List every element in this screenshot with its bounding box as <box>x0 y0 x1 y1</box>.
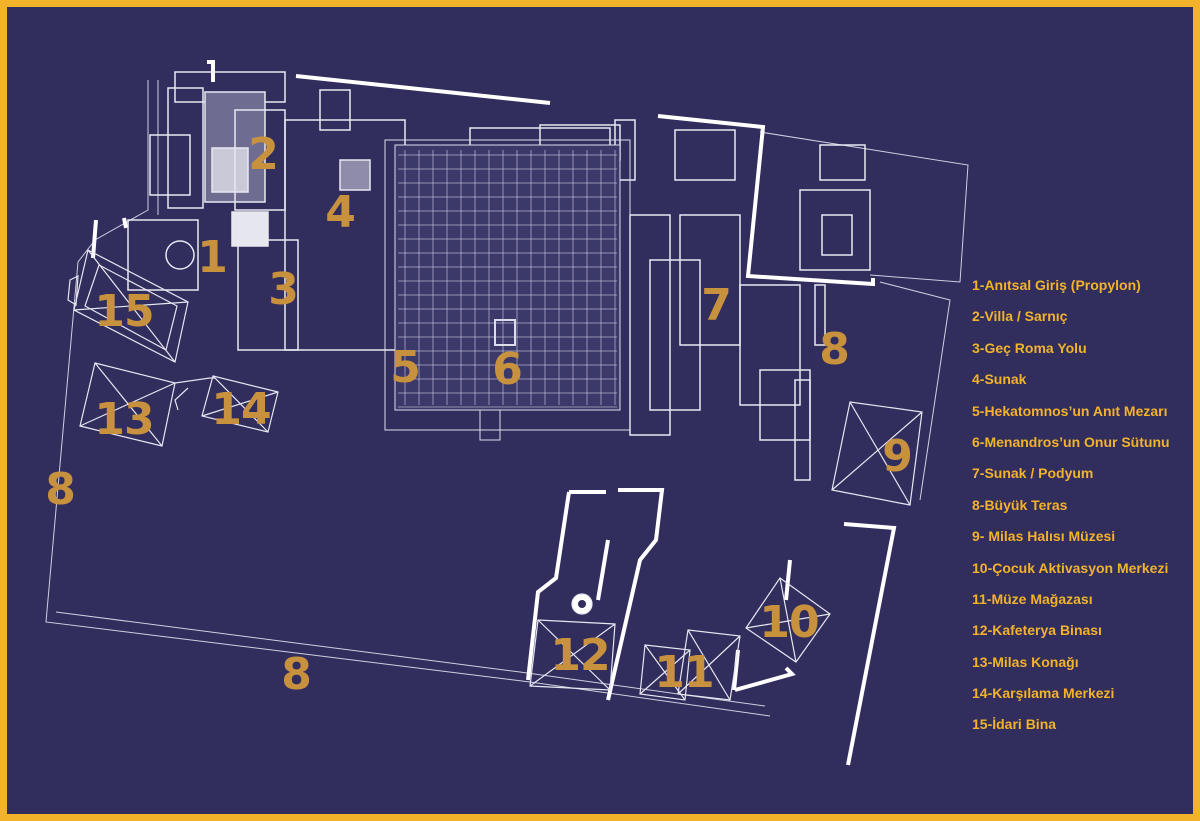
boundary-walls <box>91 60 897 766</box>
site-label-3: 3 <box>268 264 299 315</box>
buildings <box>67 249 923 701</box>
building-12 <box>529 593 616 691</box>
legend-item: 3-Geç Roma Yolu <box>972 339 1087 356</box>
legend-item: 5-Hekatomnos’un Anıt Mezarı <box>972 402 1168 419</box>
legend-item: 4-Sunak <box>972 371 1027 388</box>
site-label-2: 2 <box>248 129 279 180</box>
legend-item: 6-Menandros’un Onur Sütunu <box>972 433 1170 450</box>
site-label-13: 13 <box>94 394 154 445</box>
building-10 <box>745 577 831 663</box>
legend-item: 14-Karşılama Merkezi <box>972 685 1115 702</box>
legend-item: 13-Milas Konağı <box>972 653 1079 670</box>
building-13 <box>79 362 215 447</box>
site-label-8-south: 8 <box>281 649 312 700</box>
building-9 <box>831 401 923 506</box>
site-label-14: 14 <box>211 384 271 435</box>
legend-item: 9- Milas Halısı Müzesi <box>972 528 1116 545</box>
site-label-5: 5 <box>390 342 421 393</box>
building-14 <box>174 375 279 433</box>
legend-item: 15-İdari Bina <box>972 716 1057 733</box>
legend-item: 2-Villa / Sarnıç <box>972 308 1068 325</box>
legend: 1-Anıtsal Giriş (Propylon) 2-Villa / Sar… <box>972 274 1170 745</box>
building-15 <box>67 249 189 363</box>
site-label-8-east: 8 <box>819 324 850 375</box>
legend-item: 1-Anıtsal Giriş (Propylon) <box>972 277 1141 293</box>
temple-courtyard-grid <box>384 139 631 441</box>
site-label-7: 7 <box>701 280 732 331</box>
site-label-8-west: 8 <box>45 464 76 515</box>
legend-item: 8-Büyük Teras <box>972 496 1068 513</box>
site-label-9: 9 <box>882 431 913 482</box>
site-label-6: 6 <box>492 344 523 395</box>
site-label-15: 15 <box>94 286 154 337</box>
site-label-10: 10 <box>759 597 819 648</box>
ruins <box>127 71 871 481</box>
legend-item: 12-Kafeterya Binası <box>972 622 1102 639</box>
site-label-4: 4 <box>325 187 356 238</box>
site-label-1: 1 <box>197 232 228 283</box>
legend-item: 11-Müze Mağazası <box>972 590 1093 607</box>
legend-item: 10-Çocuk Aktivasyon Merkezi <box>972 559 1169 576</box>
legend-item: 7-Sunak / Podyum <box>972 465 1094 482</box>
building-11 <box>639 629 741 701</box>
site-label-12: 12 <box>550 630 610 681</box>
site-label-11: 11 <box>654 647 714 698</box>
